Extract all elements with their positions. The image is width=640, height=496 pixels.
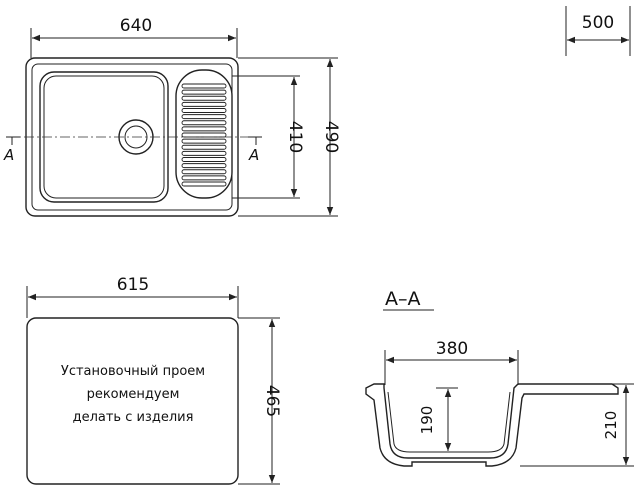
width-dimension: 640 <box>30 16 238 58</box>
section-view: A–A 380 190 210 <box>365 288 634 467</box>
drainboard-rib <box>181 120 227 126</box>
drainboard-ribs <box>181 83 227 187</box>
section-bowl-depth-dimension: 190 <box>418 387 458 453</box>
depth-dimension: 490 <box>238 57 341 217</box>
drainboard-rib <box>181 144 227 150</box>
section-bowl-width-label: 380 <box>436 339 468 359</box>
depth-label: 490 <box>321 121 341 153</box>
bowl-depth-label: 410 <box>285 121 305 153</box>
cutout-note-line-3: делать с изделия <box>73 410 194 425</box>
cutout-note-line-2: рекомендуем <box>87 387 180 402</box>
bowl-depth-dimension: 410 <box>232 75 305 199</box>
cutout-width-dimension: 615 <box>26 275 239 318</box>
section-bowl-width-dimension: 380 <box>384 339 519 385</box>
drainboard <box>175 69 233 199</box>
drainboard-rib <box>181 83 227 89</box>
section-title: A–A <box>385 288 421 310</box>
drainboard-rib <box>181 108 227 113</box>
cutout-note-line-1: Установочный проем <box>61 364 205 379</box>
drainboard-rib <box>181 163 227 169</box>
drainboard-rib <box>181 89 227 95</box>
cutout-outline <box>26 317 239 485</box>
cutout-height-dimension: 465 <box>238 317 282 485</box>
corner-cabinet-dimension: 500 <box>565 6 631 56</box>
section-mark-left: A <box>3 146 14 164</box>
cutout-height-label: 465 <box>262 385 282 417</box>
section-profile <box>365 383 619 467</box>
cutout-width-label: 615 <box>117 275 149 295</box>
section-mark-right: A <box>248 146 259 164</box>
drainboard-rib <box>181 181 227 187</box>
cutout-view: 615 465 Установочный проем рекомендуем д… <box>26 275 282 485</box>
drainboard-rib <box>181 157 227 162</box>
drainboard-rib <box>181 101 227 107</box>
section-total-height-dimension: 210 <box>520 383 634 467</box>
drainboard-rib <box>181 114 227 120</box>
section-total-height-label: 210 <box>602 411 620 440</box>
section-bowl-depth-label: 190 <box>418 406 436 435</box>
drainboard-rib <box>181 95 227 101</box>
width-label: 640 <box>120 16 152 36</box>
drainboard-rib <box>181 169 227 175</box>
top-view: 640 A A 410 49 <box>3 16 341 217</box>
drainboard-rib <box>181 175 227 181</box>
drainboard-rib <box>181 126 227 132</box>
drainboard-rib <box>181 138 227 144</box>
drainboard-rib <box>181 132 227 138</box>
drainboard-rib <box>181 150 227 156</box>
cabinet-width-label: 500 <box>582 13 614 33</box>
